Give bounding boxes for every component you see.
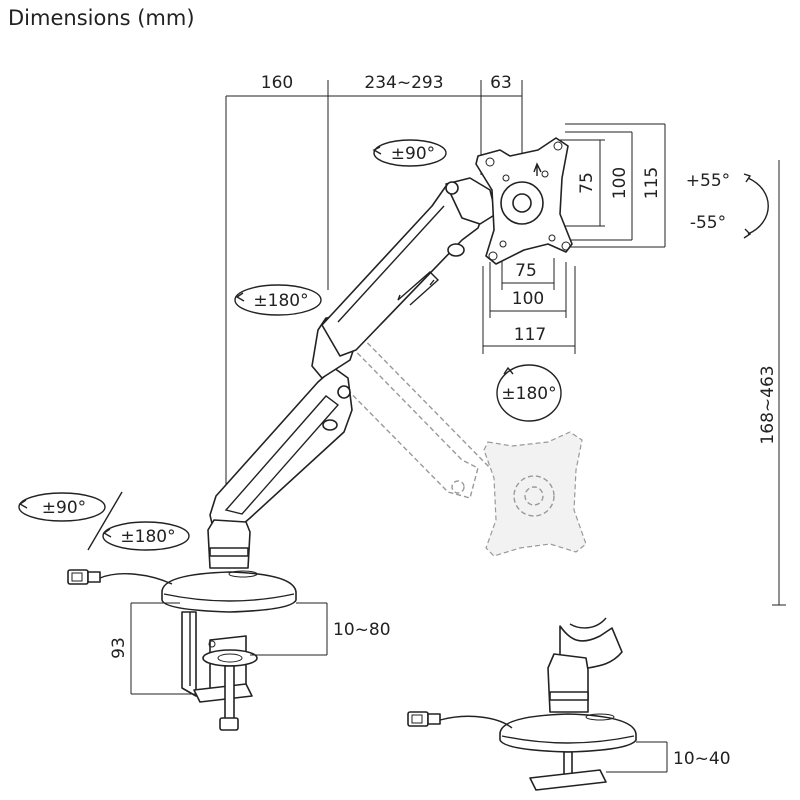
vesa-h-117: 117 <box>514 325 546 345</box>
grommet-10-40: 10~40 <box>673 749 731 769</box>
top-dimension-lines: 160 234~293 63 <box>225 73 523 485</box>
vesa-h-100: 100 <box>512 289 544 309</box>
vesa-v-115: 115 <box>642 167 662 199</box>
c-clamp <box>181 611 258 731</box>
usb-cable-main <box>67 569 173 585</box>
dim-160: 160 <box>261 73 293 93</box>
lower-arm <box>209 367 353 533</box>
grommet-dims: 10~40 <box>606 741 731 773</box>
clamp-10-80: 10~80 <box>333 620 391 640</box>
vesa-vertical-dims: 75 100 115 <box>560 123 666 248</box>
grommet-mount <box>407 617 637 791</box>
head-swivel-badge: ±90° <box>372 139 447 167</box>
height-range-dim: 168~463 <box>758 160 786 606</box>
clamp-dims: 93 10~80 <box>109 602 391 695</box>
tilt-annotation: +55° -55° <box>686 171 769 239</box>
post-and-base <box>161 519 297 613</box>
tilt-down-label: -55° <box>690 213 726 233</box>
dim-234-293: 234~293 <box>364 73 443 93</box>
head-rotate-badge: ±180° <box>496 364 562 422</box>
vesa-h-75: 75 <box>515 261 537 281</box>
tilt-up-label: +55° <box>686 171 730 191</box>
base-rotate-badge: ±180° <box>102 521 190 551</box>
vesa-v-75: 75 <box>577 172 597 194</box>
vesa-horizontal-dims: 75 100 117 <box>482 258 576 354</box>
vesa-plate <box>475 137 573 265</box>
divider-slash <box>87 491 123 551</box>
height-168-463: 168~463 <box>758 365 778 444</box>
head-swivel-label: ±90° <box>391 144 435 164</box>
base-swivel-badge: ±90° <box>18 492 106 522</box>
elbow-rotate-badge: ±180° <box>234 284 322 316</box>
ghost-arm <box>329 319 587 557</box>
dim-63: 63 <box>490 73 512 93</box>
base-swivel-label: ±90° <box>42 498 86 518</box>
vesa-v-100: 100 <box>610 167 630 199</box>
head-rotate-label: ±180° <box>501 384 556 404</box>
page-title: Dimensions (mm) <box>8 6 195 30</box>
elbow-label: ±180° <box>253 291 308 311</box>
base-rotate-label: ±180° <box>120 527 175 547</box>
clamp-93: 93 <box>109 637 129 659</box>
